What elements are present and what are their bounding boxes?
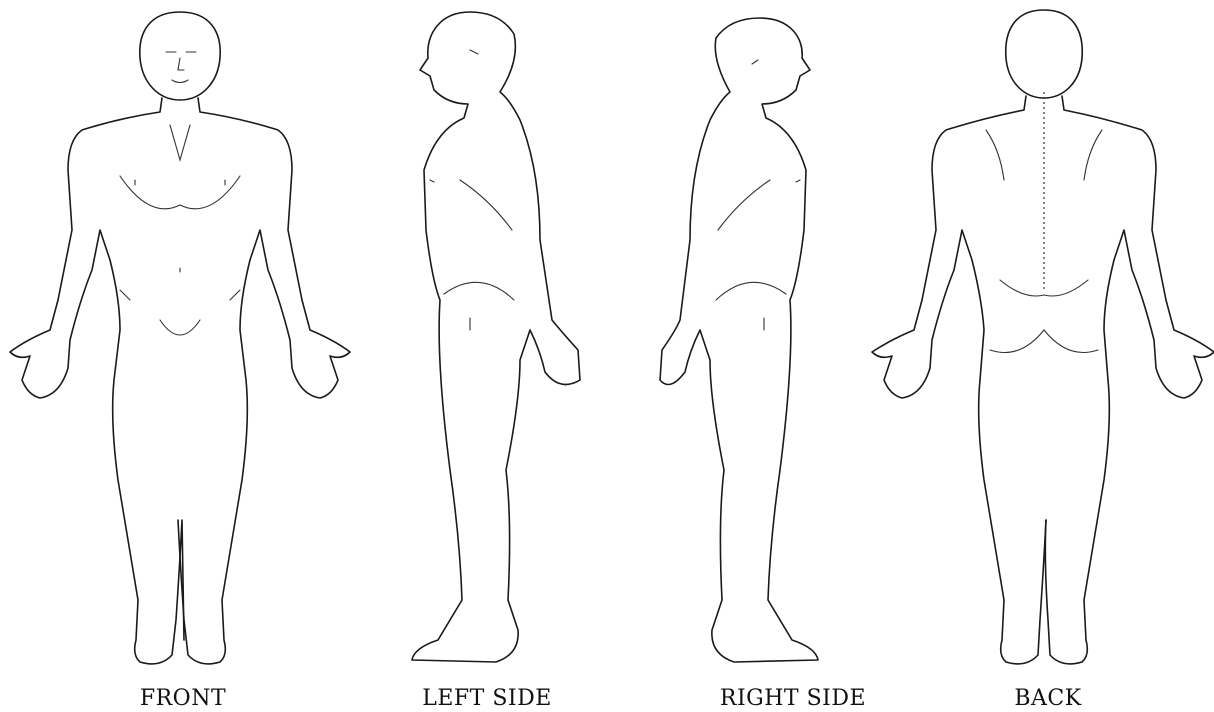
right-side-figure xyxy=(660,18,818,662)
back-figure xyxy=(872,10,1214,664)
left-side-label: LEFT SIDE xyxy=(377,686,597,711)
right-side-label: RIGHT SIDE xyxy=(683,686,903,711)
back-label: BACK xyxy=(938,686,1158,711)
front-figure xyxy=(10,12,350,664)
front-label: FRONT xyxy=(73,686,293,711)
left-side-figure xyxy=(412,12,580,662)
